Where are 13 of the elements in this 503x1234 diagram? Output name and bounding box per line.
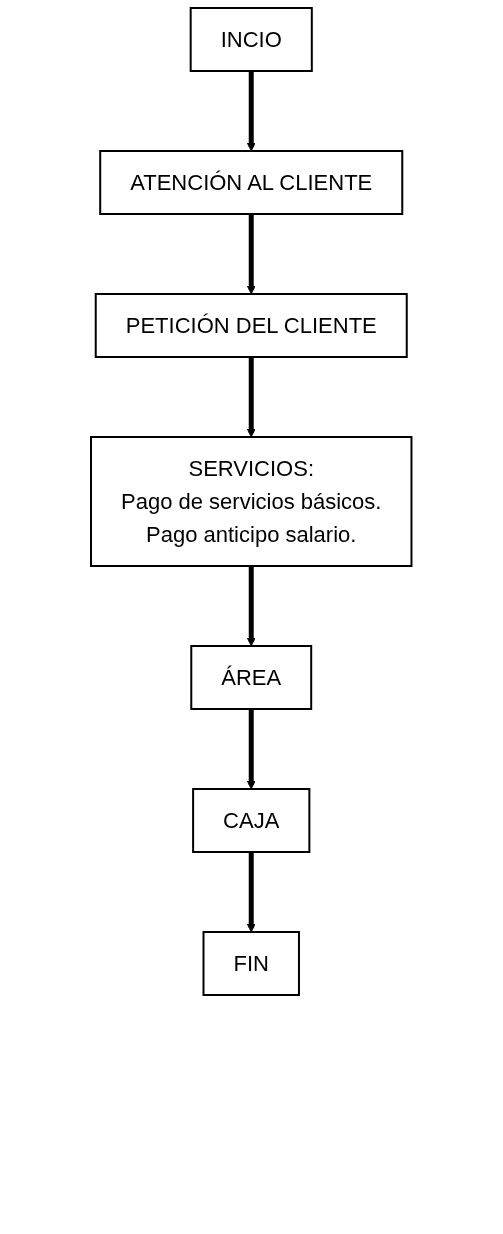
node-box: PETICIÓN DEL CLIENTE [95, 293, 408, 358]
arrow [247, 357, 256, 438]
node-box: ATENCIÓN AL CLIENTE [99, 150, 404, 215]
node-box: FIN [202, 931, 301, 996]
arrow [247, 71, 256, 152]
node-box: SERVICIOS: Pago de servicios básicos. Pago anticipo salario. [90, 436, 413, 567]
node-box: INCIO [189, 7, 314, 72]
node-box: CAJA [192, 788, 311, 853]
arrow [247, 214, 256, 295]
arrow [247, 709, 256, 790]
node-box: ÁREA [190, 645, 313, 710]
arrow [247, 566, 256, 647]
arrow [247, 852, 256, 933]
